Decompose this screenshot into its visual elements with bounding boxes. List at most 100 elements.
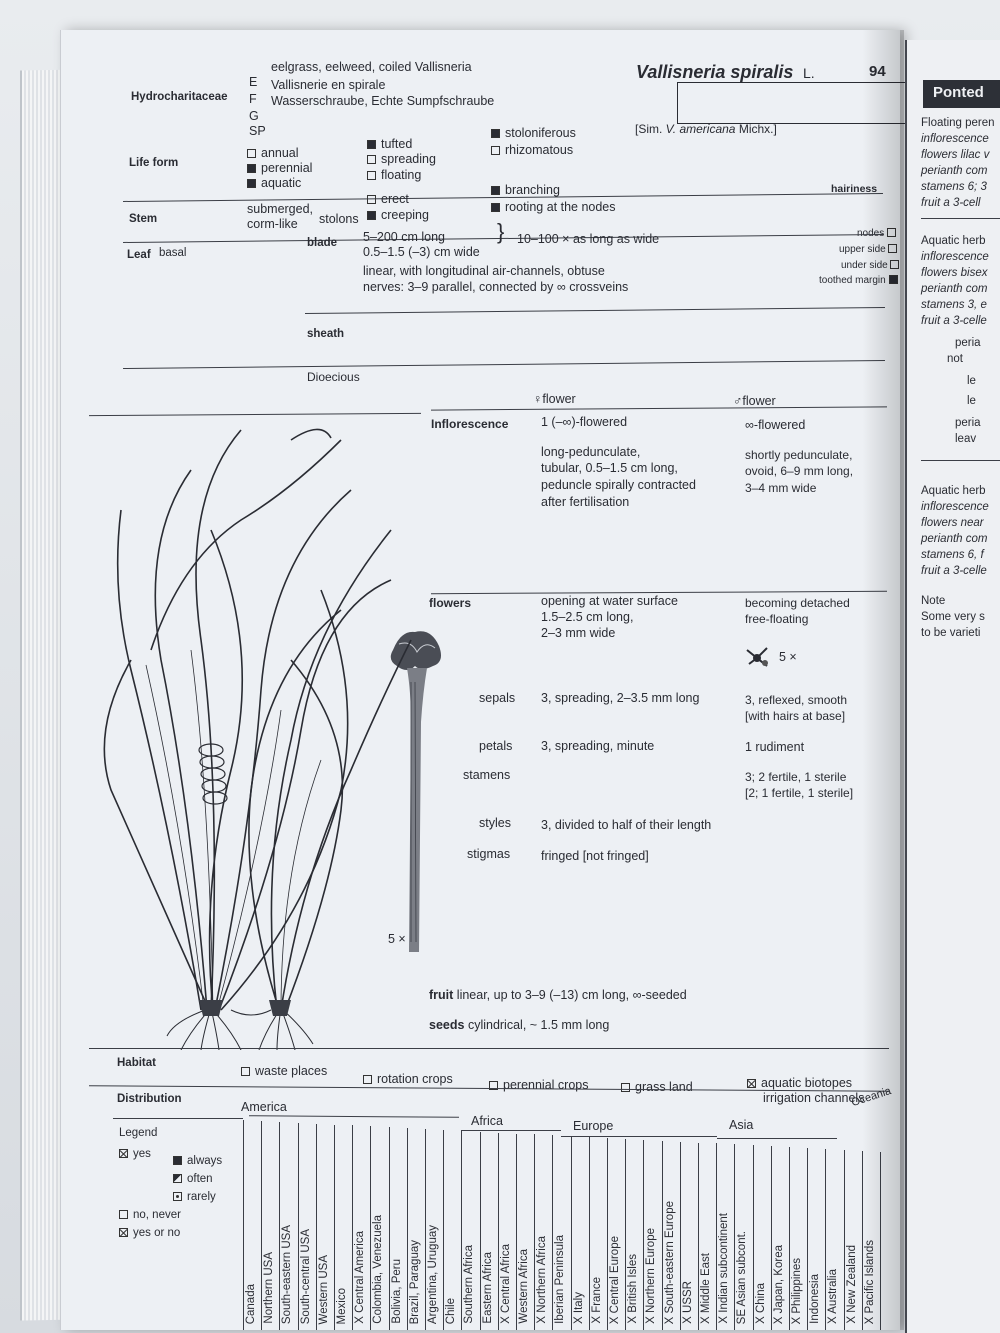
lang-sp: SP — [249, 124, 266, 138]
checkbox-empty — [247, 149, 256, 158]
habitat-aquatic-biotopes: aquatic biotopes — [747, 1076, 852, 1091]
male-scale: 5 × — [779, 650, 797, 664]
distribution-column-label: Indonesia — [809, 1274, 822, 1324]
inflorescence-label: Inflorescence — [431, 417, 509, 431]
distribution-column-divider — [789, 1147, 790, 1330]
distribution-column-label: Colombia, Venezuela — [372, 1215, 385, 1324]
distribution-column-divider — [461, 1130, 463, 1330]
distribution-column-label: SE Asian subcont. — [736, 1230, 749, 1324]
checkbox-filled — [367, 211, 376, 220]
distribution-column-label: X South-eastern Europe — [663, 1200, 676, 1324]
checkbox-empty — [489, 1081, 498, 1090]
name-g: Wasserschraube, Echte Sumpfschraube — [271, 94, 495, 108]
next-family-header-text: Ponted — [933, 84, 984, 101]
rp-b4-3: perianth com — [921, 533, 988, 545]
distribution-column-label: X Japan, Korea — [772, 1244, 785, 1324]
habitat-label: Habitat — [117, 1057, 156, 1069]
region-america: America — [241, 1100, 287, 1114]
life-form-tufted: tufted — [367, 137, 412, 152]
distribution-column-label: X USSR — [681, 1281, 694, 1324]
divider-line — [123, 360, 885, 369]
checkbox-half — [173, 1174, 182, 1183]
distribution-column-divider — [479, 1131, 481, 1330]
rp-note-1: to be varieti — [921, 627, 981, 639]
hairiness-label: hairiness — [831, 183, 878, 195]
checkbox-empty — [887, 228, 897, 237]
checkbox-filled — [888, 275, 898, 284]
rp-b2-5: fruit a 3-celle — [921, 315, 987, 327]
stem-desc-2: corm-like — [247, 217, 298, 231]
rp-b2-0: Aquatic herb — [921, 235, 986, 247]
stamens-label: stamens — [463, 768, 511, 782]
distribution-column-label: Chile — [445, 1297, 458, 1324]
species-author: L. — [803, 65, 815, 81]
distribution-column-divider — [825, 1148, 827, 1330]
distribution-column-label: X China — [754, 1283, 767, 1324]
fruit-text: fruit linear, up to 3–9 (–13) cm long, ∞… — [429, 988, 687, 1002]
hairiness-toothed-margin: toothed margin — [819, 273, 903, 288]
divider-line — [113, 1118, 243, 1119]
life-form-annual: annual — [247, 146, 299, 161]
distribution-column-label: X Italy — [572, 1292, 585, 1324]
blade-label: blade — [307, 237, 338, 249]
divider-line — [921, 218, 1000, 219]
distribution-column-label: South-central USA — [299, 1228, 312, 1324]
distribution-column-divider — [807, 1147, 809, 1330]
lang-e: E — [249, 75, 258, 89]
male-flower-header: ♂flower — [733, 394, 776, 408]
flowers-male-1: free-floating — [745, 612, 809, 626]
female-flower-header: ♀flower — [533, 392, 576, 406]
checkbox-dot — [173, 1192, 182, 1201]
male-flower-drawing — [746, 647, 768, 667]
divider-line — [921, 460, 1000, 461]
distribution-column-divider — [679, 1141, 681, 1330]
distribution-column-divider — [243, 1120, 244, 1330]
hairiness-under-side: under side — [841, 258, 904, 273]
distribution-column-divider — [552, 1135, 554, 1330]
sepals-label: sepals — [479, 691, 516, 705]
rp-b4-1: inflorescence — [921, 501, 989, 513]
life-form-rhizomatous: rhizomatous — [491, 143, 573, 158]
checkbox-filled — [367, 140, 376, 149]
life-form-floating: floating — [367, 168, 421, 183]
checkbox-empty — [363, 1075, 372, 1084]
rp-note-0: Some very s — [921, 611, 985, 623]
checkbox-filled — [173, 1156, 182, 1165]
distribution-column-divider — [770, 1146, 772, 1330]
distribution-column-divider — [261, 1120, 263, 1330]
checkbox-empty — [888, 244, 898, 253]
infl-female-4: peduncle spirally contracted — [541, 478, 696, 492]
distribution-column-label: Bolivia, Peru — [390, 1259, 403, 1324]
leaf-ratio: 10–100 × as long as wide — [517, 232, 660, 246]
infl-male-4: 3–4 mm wide — [745, 481, 817, 495]
name-f: Vallisnerie en spirale — [271, 78, 386, 92]
distribution-column-label: X British Isles — [627, 1254, 640, 1324]
distribution-column-divider — [497, 1132, 499, 1330]
rp-b4-4: stamens 6, f — [921, 549, 984, 561]
sheath-label: sheath — [307, 328, 345, 340]
habitat-grass-land: grass land — [621, 1080, 693, 1095]
checkbox-filled — [491, 186, 500, 195]
distribution-column-divider — [716, 1143, 718, 1330]
habitat-perennial-crops: perennial crops — [489, 1078, 588, 1093]
distribution-column-divider — [352, 1125, 354, 1330]
life-form-stoloniferous: stoloniferous — [491, 126, 576, 141]
styles-female: 3, divided to half of their length — [541, 818, 712, 832]
distribution-column-label: Iberian Peninsula — [554, 1235, 567, 1324]
hairiness-upper-side: upper side — [839, 242, 902, 257]
stamens-male-1: [2; 1 fertile, 1 sterile] — [745, 786, 854, 800]
legend-often: often — [173, 1172, 213, 1187]
distribution-column-divider — [315, 1123, 317, 1330]
checkbox-crossed — [747, 1079, 756, 1088]
region-africa: Africa — [471, 1114, 503, 1128]
rp-b2-1: inflorescence — [921, 251, 989, 263]
petals-label: petals — [479, 739, 513, 753]
distribution-column-label: X Northern Europe — [645, 1228, 658, 1324]
flowers-female-1: 1.5–2.5 cm long, — [541, 610, 634, 624]
distribution-column-label: X France — [590, 1277, 603, 1324]
rp-b2-2: flowers bisex — [921, 267, 988, 279]
legend-yes: yes — [119, 1147, 151, 1162]
checkbox-filled — [491, 129, 500, 138]
legend-always: always — [173, 1154, 222, 1169]
book-page: Vallisneria spiralis L. 94 [Sim. V. amer… — [60, 30, 943, 1330]
